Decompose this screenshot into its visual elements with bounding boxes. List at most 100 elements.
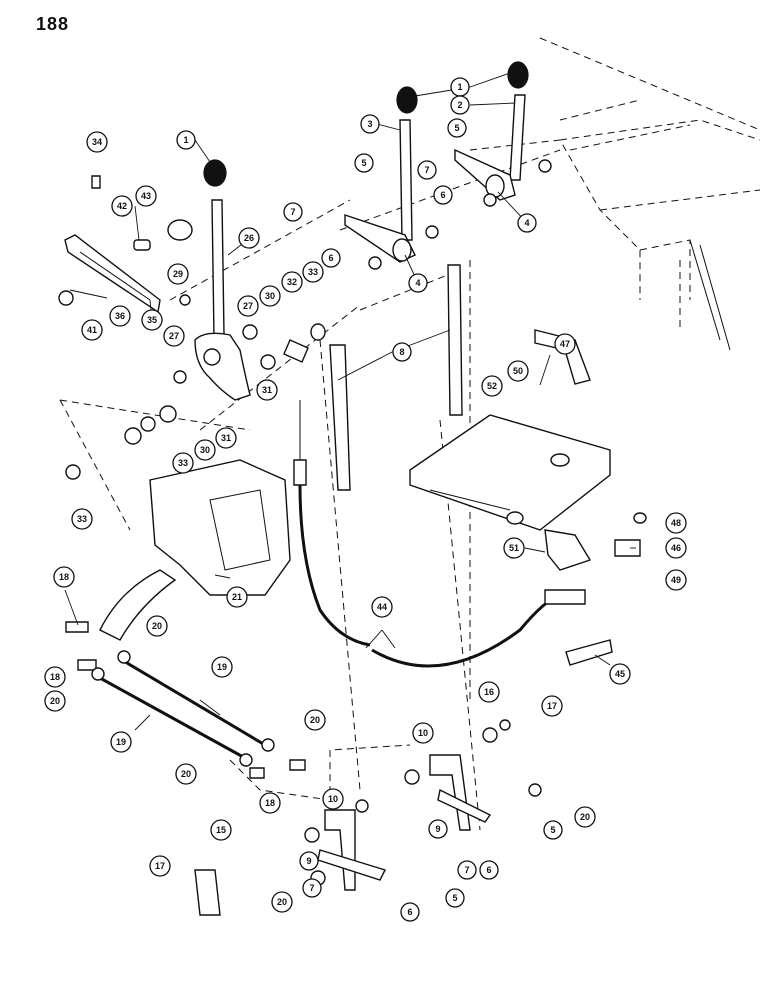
- callout-33: 33: [71, 508, 93, 530]
- svg-text:50: 50: [513, 366, 523, 376]
- svg-text:31: 31: [221, 433, 231, 443]
- left-shift-lever: [194, 159, 251, 401]
- callout-52: 52: [481, 375, 503, 397]
- svg-text:44: 44: [377, 602, 387, 612]
- svg-text:32: 32: [287, 277, 297, 287]
- callout-51: 51: [503, 537, 525, 559]
- svg-text:20: 20: [152, 621, 162, 631]
- svg-text:6: 6: [407, 907, 412, 917]
- svg-text:19: 19: [217, 662, 227, 672]
- callout-44: 44: [371, 596, 393, 618]
- small-parts-left: [58, 175, 326, 480]
- shifter-housing: [99, 459, 291, 641]
- callout-10: 10: [412, 722, 434, 744]
- callout-4: 4: [408, 273, 428, 293]
- center-shift-lever: [344, 86, 439, 270]
- svg-text:16: 16: [484, 687, 494, 697]
- svg-text:29: 29: [173, 269, 183, 279]
- svg-text:7: 7: [309, 883, 314, 893]
- callout-18: 18: [259, 792, 281, 814]
- callout-9: 9: [299, 851, 319, 871]
- svg-text:4: 4: [415, 278, 420, 288]
- svg-text:20: 20: [50, 696, 60, 706]
- callout-33: 33: [302, 261, 324, 283]
- callout-36: 36: [109, 305, 131, 327]
- svg-text:42: 42: [117, 201, 127, 211]
- svg-text:1: 1: [457, 82, 462, 92]
- callout-29: 29: [167, 263, 189, 285]
- callout-17: 17: [541, 695, 563, 717]
- callout-20: 20: [271, 891, 293, 913]
- callout-50: 50: [507, 360, 529, 382]
- callout-41: 41: [81, 319, 103, 341]
- callout-6: 6: [433, 185, 453, 205]
- callout-30: 30: [194, 439, 216, 461]
- callout-30: 30: [259, 285, 281, 307]
- svg-text:41: 41: [87, 325, 97, 335]
- svg-text:35: 35: [147, 315, 157, 325]
- page-number: 188: [36, 14, 70, 34]
- lower-linkage: [65, 621, 326, 916]
- svg-text:47: 47: [560, 339, 570, 349]
- callout-20: 20: [574, 806, 596, 828]
- callout-1: 1: [450, 77, 470, 97]
- svg-text:10: 10: [418, 728, 428, 738]
- svg-text:6: 6: [440, 190, 445, 200]
- callout-46: 46: [665, 537, 687, 559]
- svg-text:6: 6: [328, 253, 333, 263]
- callout-26: 26: [238, 227, 260, 249]
- svg-text:30: 30: [200, 445, 210, 455]
- callout-18: 18: [44, 666, 66, 688]
- svg-text:6: 6: [486, 865, 491, 875]
- svg-text:18: 18: [59, 572, 69, 582]
- svg-text:1: 1: [183, 135, 188, 145]
- svg-text:33: 33: [308, 267, 318, 277]
- svg-text:17: 17: [547, 701, 557, 711]
- svg-text:10: 10: [328, 794, 338, 804]
- small-parts-right: [534, 329, 647, 666]
- svg-text:7: 7: [424, 165, 429, 175]
- callout-27: 27: [163, 325, 185, 347]
- callout-20: 20: [304, 709, 326, 731]
- svg-text:5: 5: [454, 123, 459, 133]
- control-cable: [293, 400, 586, 668]
- svg-text:27: 27: [243, 301, 253, 311]
- shift-rods: [329, 264, 463, 491]
- svg-text:4: 4: [524, 218, 529, 228]
- svg-text:7: 7: [290, 207, 295, 217]
- svg-text:34: 34: [92, 137, 102, 147]
- callout-27: 27: [237, 295, 259, 317]
- svg-text:26: 26: [244, 233, 254, 243]
- callout-49: 49: [665, 569, 687, 591]
- callout-2: 2: [450, 95, 470, 115]
- callout-31: 31: [215, 427, 237, 449]
- svg-text:20: 20: [310, 715, 320, 725]
- callout-18: 18: [53, 566, 75, 588]
- svg-text:20: 20: [277, 897, 287, 907]
- callout-21: 21: [226, 586, 248, 608]
- svg-text:18: 18: [265, 798, 275, 808]
- svg-text:43: 43: [141, 191, 151, 201]
- svg-text:33: 33: [178, 458, 188, 468]
- callout-9: 9: [428, 819, 448, 839]
- svg-text:17: 17: [155, 861, 165, 871]
- svg-text:49: 49: [671, 575, 681, 585]
- svg-text:20: 20: [580, 812, 590, 822]
- callout-7: 7: [457, 860, 477, 880]
- svg-text:5: 5: [361, 158, 366, 168]
- callout-6: 6: [400, 902, 420, 922]
- svg-text:51: 51: [509, 543, 519, 553]
- lower-shift-arm-left: [304, 799, 386, 891]
- callout-16: 16: [478, 681, 500, 703]
- svg-text:20: 20: [181, 769, 191, 779]
- callout-34: 34: [86, 131, 108, 153]
- callout-31: 31: [256, 379, 278, 401]
- svg-text:52: 52: [487, 381, 497, 391]
- callout-6: 6: [479, 860, 499, 880]
- svg-text:5: 5: [550, 825, 555, 835]
- callout-42: 42: [111, 195, 133, 217]
- callout-43: 43: [135, 185, 157, 207]
- callout-1: 1: [176, 130, 196, 150]
- callout-19: 19: [110, 731, 132, 753]
